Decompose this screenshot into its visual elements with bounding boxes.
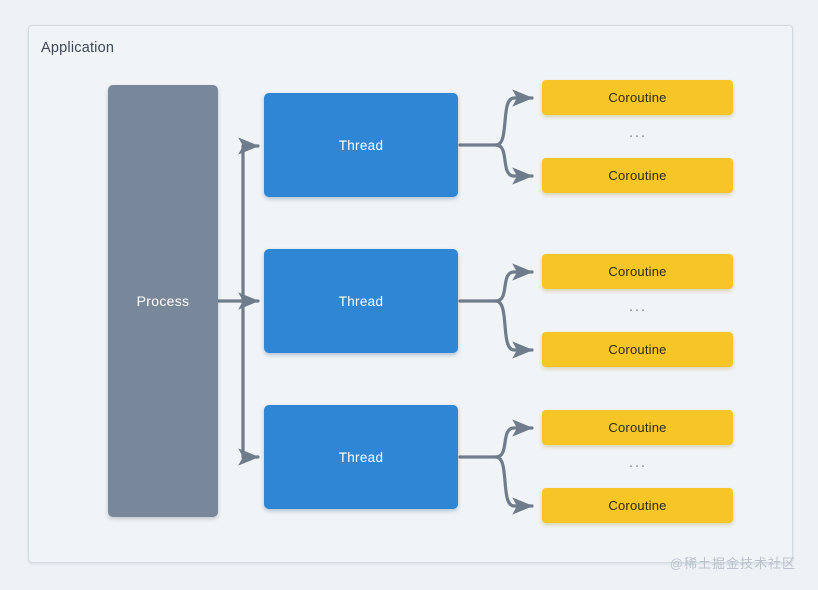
coroutine-box-2-2[interactable]: Coroutine: [542, 332, 733, 367]
coroutine-box-1-1[interactable]: Coroutine: [542, 80, 733, 115]
thread-box-3[interactable]: Thread: [264, 405, 458, 509]
coroutine-label-1-2: Coroutine: [608, 168, 667, 183]
thread-label-1: Thread: [338, 137, 384, 153]
thread-box-1[interactable]: Thread: [264, 93, 458, 197]
coroutine-label-3-1: Coroutine: [608, 420, 667, 435]
coroutine-ellipsis-1: ···: [628, 127, 647, 144]
thread-box-2[interactable]: Thread: [264, 249, 458, 353]
coroutine-box-3-1[interactable]: Coroutine: [542, 410, 733, 445]
coroutine-ellipsis-2: ···: [628, 301, 647, 318]
coroutine-box-1-2[interactable]: Coroutine: [542, 158, 733, 193]
thread-label-2: Thread: [338, 293, 384, 309]
process-box[interactable]: Process: [108, 85, 218, 517]
thread-label-3: Thread: [338, 449, 384, 465]
coroutine-box-3-2[interactable]: Coroutine: [542, 488, 733, 523]
application-title: Application: [41, 40, 115, 56]
coroutine-label-3-2: Coroutine: [608, 498, 667, 513]
coroutine-label-1-1: Coroutine: [608, 90, 667, 105]
coroutine-box-2-1[interactable]: Coroutine: [542, 254, 733, 289]
watermark: @稀土掘金技术社区: [669, 556, 796, 571]
process-label: Process: [136, 293, 190, 309]
coroutine-ellipsis-3: ···: [628, 457, 647, 474]
coroutine-label-2-2: Coroutine: [608, 342, 667, 357]
coroutine-label-2-1: Coroutine: [608, 264, 667, 279]
